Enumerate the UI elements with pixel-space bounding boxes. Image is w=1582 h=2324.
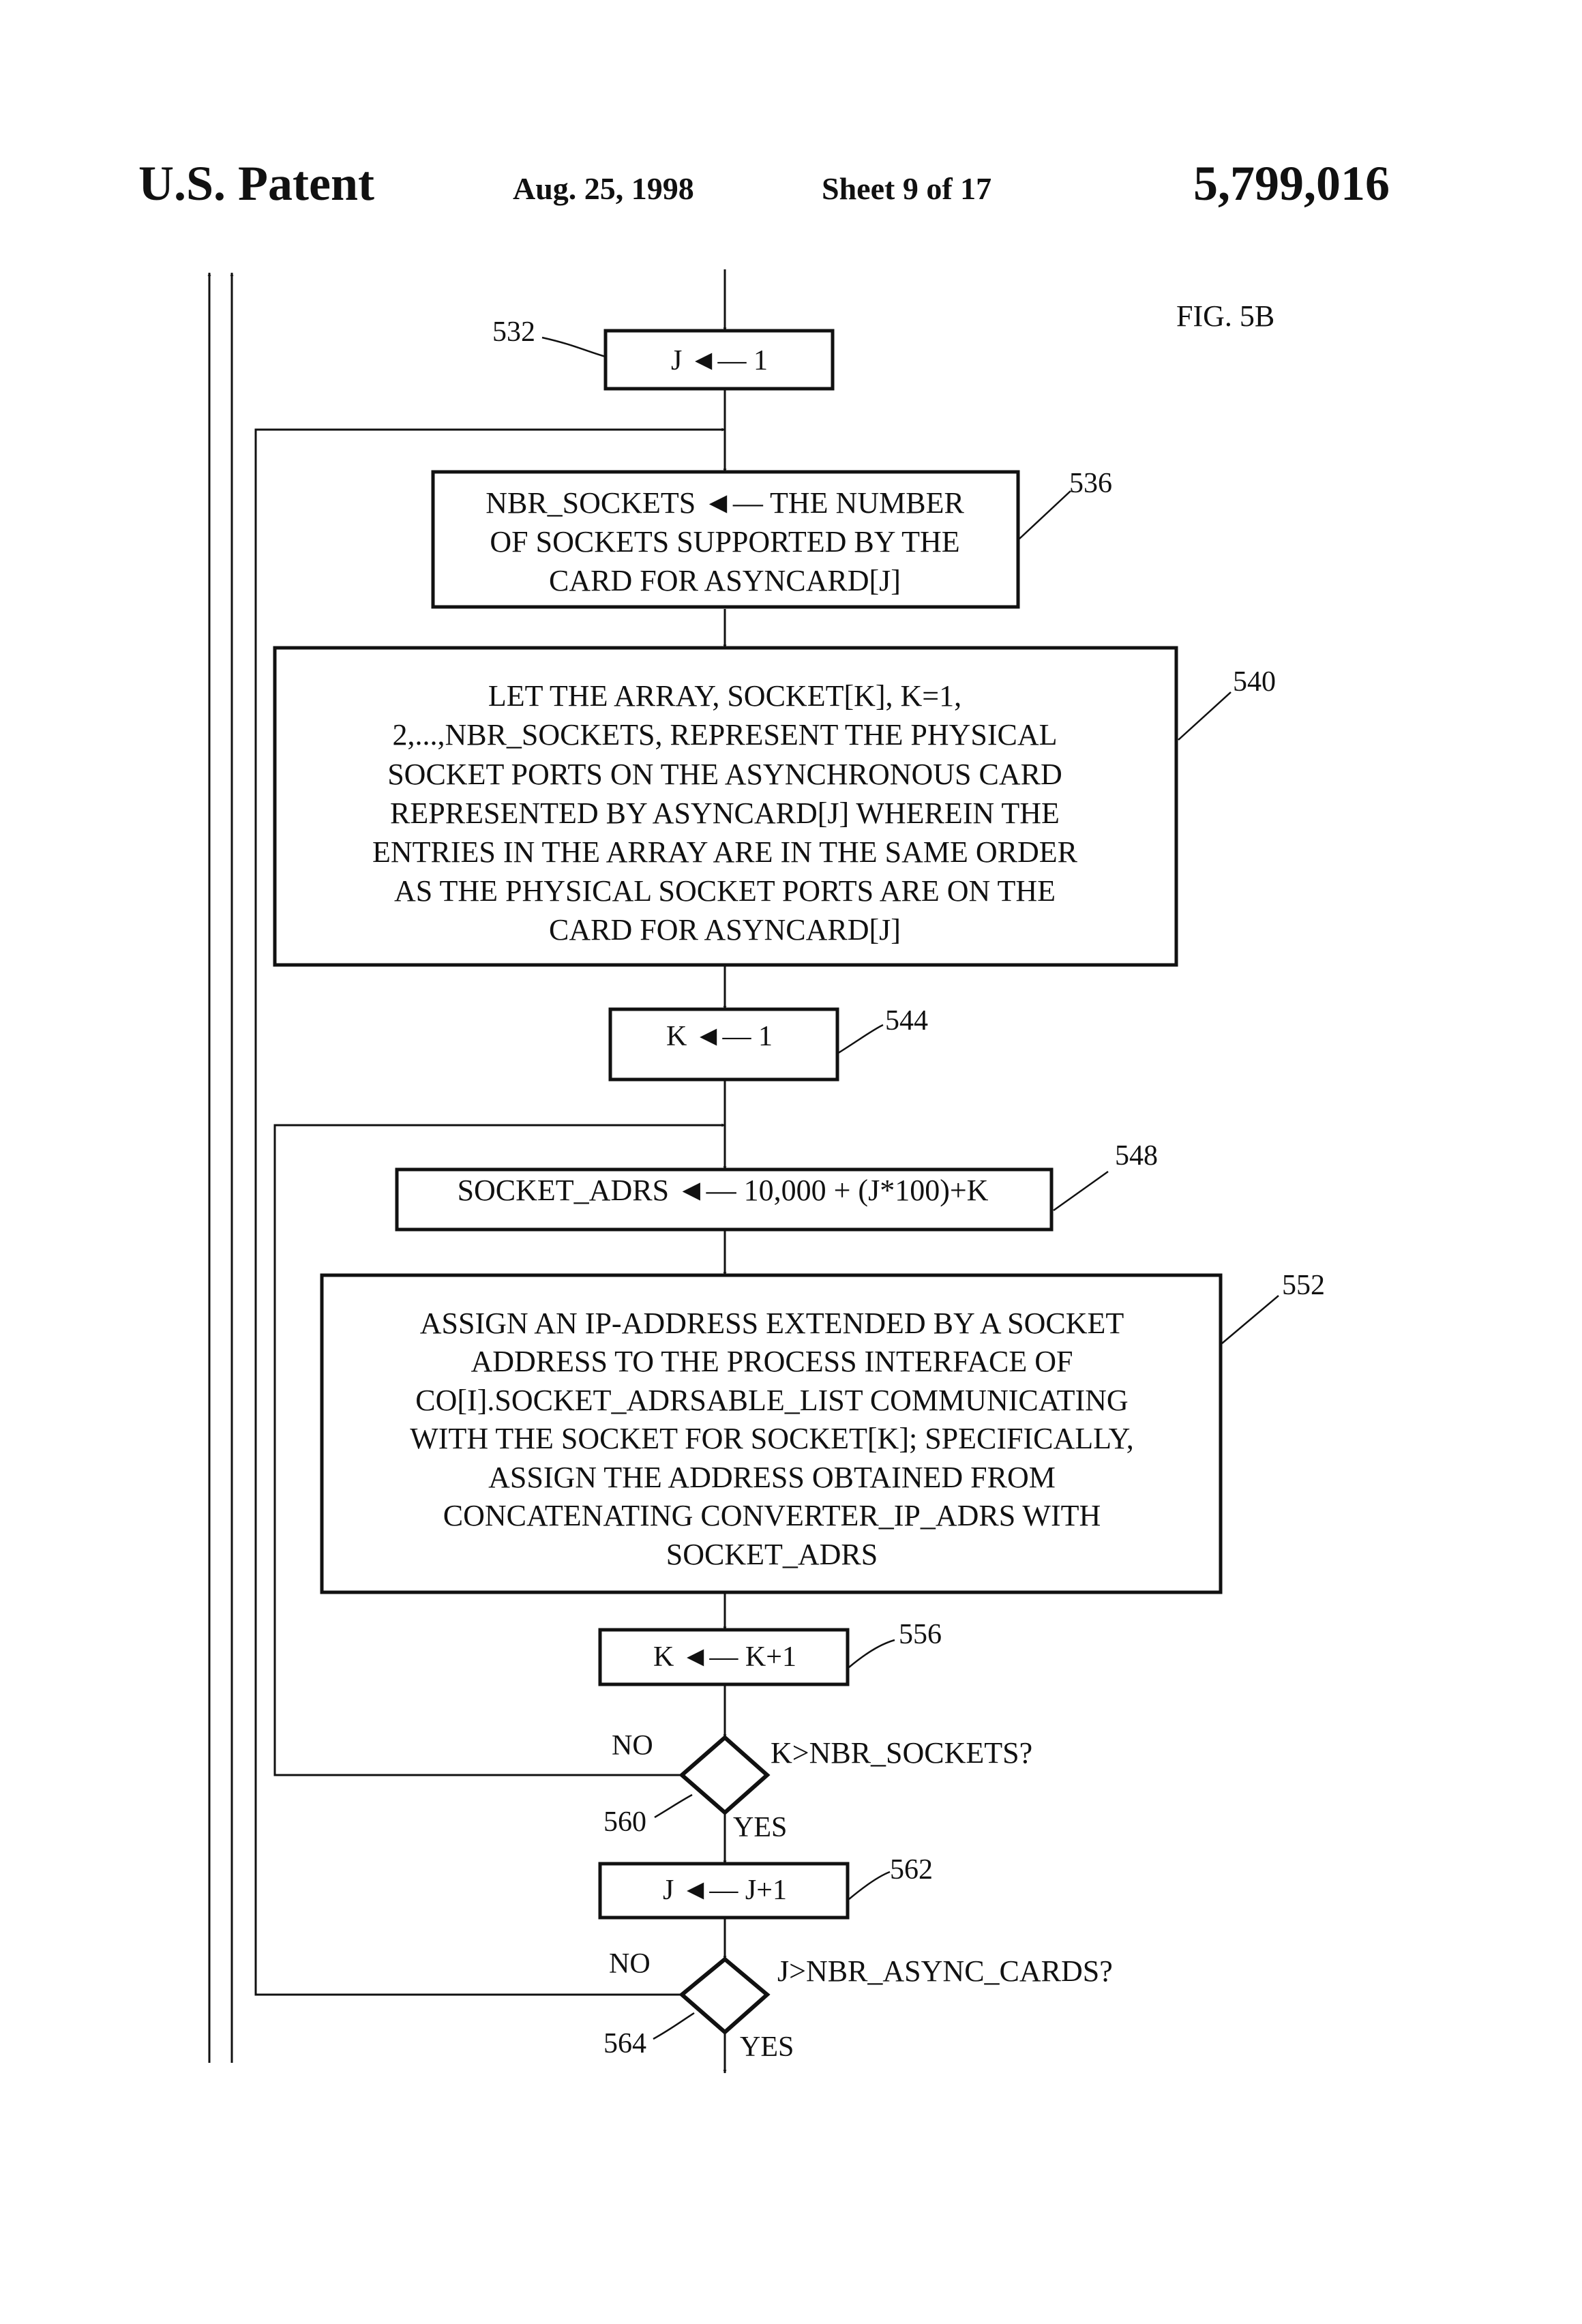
step-552-line7: SOCKET_ADRS (666, 1538, 878, 1571)
step-540: LET THE ARRAY, SOCKET[K], K=1, 2,...,NBR… (275, 648, 1276, 965)
step-552-line4: WITH THE SOCKET FOR SOCKET[K]; SPECIFICA… (410, 1422, 1133, 1455)
step-552-line1: ASSIGN AN IP-ADDRESS EXTENDED BY A SOCKE… (420, 1307, 1124, 1340)
step-540-line6: AS THE PHYSICAL SOCKET PORTS ARE ON THE (394, 874, 1056, 908)
decision-564-question: J>NBR_ASYNC_CARDS? (777, 1954, 1113, 1988)
step-532: J ◄— 1 532 (492, 316, 833, 389)
step-562: J ◄— J+1 562 (600, 1854, 933, 1918)
step-548-text: SOCKET_ADRS ◄— 10,000 + (J*100)+K (458, 1174, 989, 1207)
step-536-line2: OF SOCKETS SUPPORTED BY THE (490, 525, 959, 558)
ref-562: 562 (890, 1854, 933, 1886)
step-552-line3: CO[I].SOCKET_ADRSABLE_LIST COMMUNICATING (415, 1384, 1128, 1417)
step-540-line3: SOCKET PORTS ON THE ASYNCHRONOUS CARD (387, 758, 1062, 791)
step-532-text: J ◄— 1 (671, 345, 768, 376)
decision-560: K>NBR_SOCKETS? NO YES 560 (603, 1730, 1032, 1843)
step-562-text: J ◄— J+1 (663, 1875, 787, 1906)
step-556-text: K ◄— K+1 (653, 1641, 796, 1673)
ref-536: 536 (1069, 468, 1112, 499)
ref-540: 540 (1233, 666, 1276, 698)
decision-564-yes: YES (740, 2031, 794, 2063)
decision-560-question: K>NBR_SOCKETS? (771, 1736, 1032, 1770)
step-540-line1: LET THE ARRAY, SOCKET[K], K=1, (488, 679, 961, 713)
step-536: NBR_SOCKETS ◄— THE NUMBER OF SOCKETS SUP… (433, 468, 1112, 607)
decision-564-no: NO (609, 1948, 651, 1980)
step-540-line5: ENTRIES IN THE ARRAY ARE IN THE SAME ORD… (372, 835, 1078, 869)
step-552: ASSIGN AN IP-ADDRESS EXTENDED BY A SOCKE… (322, 1270, 1325, 1592)
ref-564: 564 (603, 2028, 646, 2059)
ref-532: 532 (492, 316, 535, 348)
step-552-line2: ADDRESS TO THE PROCESS INTERFACE OF (471, 1345, 1073, 1378)
decision-560-no: NO (612, 1730, 653, 1761)
step-536-line1: NBR_SOCKETS ◄— THE NUMBER (486, 486, 964, 520)
step-536-line3: CARD FOR ASYNCARD[J] (549, 564, 901, 597)
decision-560-yes: YES (733, 1812, 787, 1843)
step-544-text: K ◄— 1 (666, 1021, 773, 1052)
ref-556: 556 (899, 1619, 942, 1650)
figure-label: FIG. 5B (1176, 299, 1274, 333)
step-544: K ◄— 1 544 (610, 1005, 928, 1079)
step-540-line7: CARD FOR ASYNCARD[J] (549, 913, 901, 947)
offpage-connector-lines (209, 273, 232, 2063)
ref-552: 552 (1282, 1270, 1325, 1301)
ref-560: 560 (603, 1806, 646, 1838)
step-552-line6: CONCATENATING CONVERTER_IP_ADRS WITH (443, 1499, 1101, 1532)
decision-564: J>NBR_ASYNC_CARDS? NO YES 564 (603, 1948, 1113, 2063)
step-540-line2: 2,...,NBR_SOCKETS, REPRESENT THE PHYSICA… (392, 718, 1057, 751)
step-556: K ◄— K+1 556 (600, 1619, 942, 1684)
ref-548: 548 (1115, 1140, 1158, 1172)
step-548: SOCKET_ADRS ◄— 10,000 + (J*100)+K 548 (397, 1140, 1158, 1230)
ref-544: 544 (885, 1005, 928, 1037)
step-540-line4: REPRESENTED BY ASYNCARD[J] WHEREIN THE (390, 796, 1060, 830)
step-552-line5: ASSIGN THE ADDRESS OBTAINED FROM (488, 1461, 1056, 1494)
